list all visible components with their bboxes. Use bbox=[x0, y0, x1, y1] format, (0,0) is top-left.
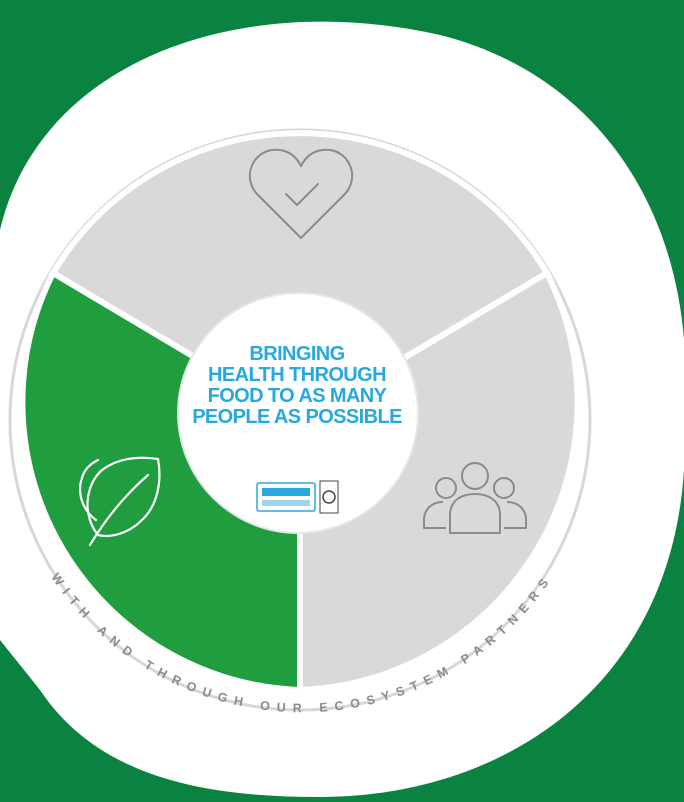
center-title-line: PEOPLE AS POSSIBLE bbox=[192, 406, 402, 428]
center-title-line: HEALTH THROUGH bbox=[208, 364, 386, 386]
smarter-healthier-logo bbox=[256, 482, 316, 512]
center-title-line: FOOD TO AS MANY bbox=[207, 385, 387, 407]
people-icon bbox=[423, 462, 527, 534]
segment-top bbox=[48, 130, 552, 424]
center-title-line: BRINGING bbox=[249, 343, 345, 365]
partner-logo bbox=[319, 480, 339, 514]
segment-left bbox=[19, 268, 303, 694]
center-title: BRINGING HEALTH THROUGH FOOD TO AS MANY … bbox=[157, 344, 437, 428]
leaf-icon bbox=[79, 456, 161, 547]
heart-check-icon bbox=[248, 148, 354, 239]
center-circle bbox=[177, 292, 419, 534]
